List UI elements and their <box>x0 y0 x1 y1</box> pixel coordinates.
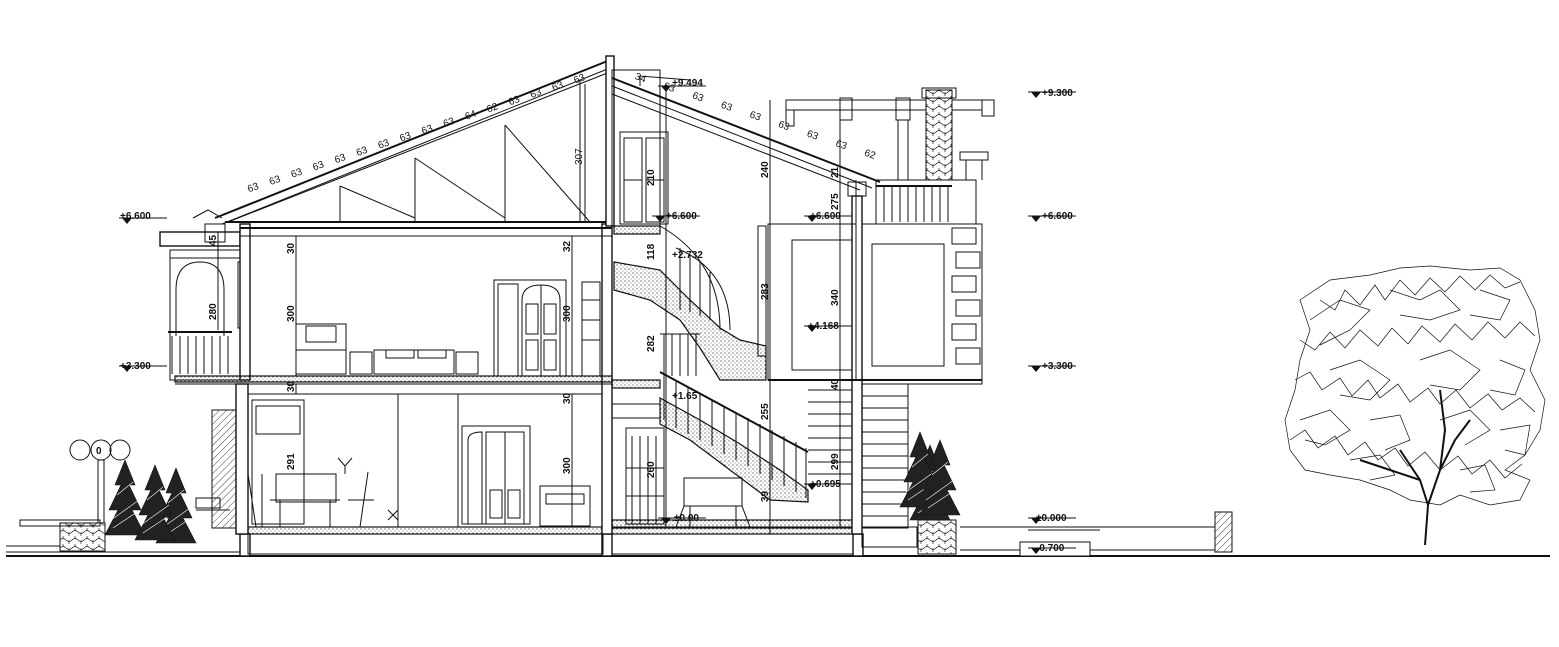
dim-stair-door2: 260 <box>646 461 657 478</box>
elev-landing-4: +4.168 <box>808 321 839 332</box>
roof-spacing-label: 63 <box>691 90 706 104</box>
elev-ground-stair: ±0.00 <box>674 513 699 524</box>
dim-stair-run1: 118 <box>646 243 657 260</box>
landscape-tree <box>1284 265 1546 546</box>
dim-stair-run2: 282 <box>646 335 657 352</box>
elev-floor1-left: +3.300 <box>120 361 151 372</box>
upper-furniture <box>295 323 479 375</box>
roof-spacing-label: 63 <box>834 138 849 152</box>
roof-spacing-label: 63 <box>268 174 283 188</box>
dimension-lines <box>217 84 857 527</box>
dim-lower-mid: 300 <box>562 457 573 474</box>
elev-stair-landing: +6.600 <box>666 211 697 222</box>
dim-lower-room: 291 <box>286 453 297 470</box>
dimension-labels: 307 45 30 300 280 32 300 30 291 30 300 2… <box>208 148 841 502</box>
lower-door <box>461 425 531 525</box>
dim-lower-mid-top: 30 <box>562 392 573 404</box>
dim-right-slab: 40 <box>830 378 841 390</box>
dim-upper-slab-left: 30 <box>286 380 297 392</box>
roof-spacing-label: 62 <box>863 148 878 162</box>
roof-spacing-label: 63 <box>507 94 522 108</box>
roof-spacing-label: 63 <box>551 79 566 93</box>
dining-set <box>247 471 591 528</box>
left-roof <box>192 59 611 243</box>
dim-right-room-upper: 240 <box>760 161 771 178</box>
pergola <box>785 87 995 181</box>
elev-ridge: +9.494 <box>672 78 703 89</box>
roof-spacing-label: 63 <box>572 72 587 86</box>
roof-spacing-label: 63 <box>398 130 413 144</box>
roof-spacing-label: 34 <box>633 71 648 85</box>
roof-left-spacing-labels: 63 63 63 63 63 63 63 63 63 63 64 62 63 63 63 63 <box>246 72 587 195</box>
dim-right-col-top: 275 <box>830 193 841 210</box>
siding <box>808 383 909 529</box>
upper-door <box>493 279 567 377</box>
elev-ground-zero: ±0.000 <box>1036 513 1067 524</box>
dim-right-lower3: 39 <box>760 490 771 502</box>
roof-spacing-label: 63 <box>662 81 677 95</box>
elev-step: +0.695 <box>810 479 841 490</box>
dim-upper-wall-top: 30 <box>286 242 297 254</box>
dim-right-lower2: 255 <box>760 403 771 420</box>
dim-right-col-low: 21 <box>830 166 841 178</box>
roof-spacing-label: 62 <box>485 101 500 115</box>
elev-landing-1: +1.65 <box>672 391 698 402</box>
elev-mid-floor: +6.600 <box>810 211 841 222</box>
elev-floor1-right: +3.300 <box>1042 361 1073 372</box>
dim-upper-mid: 300 <box>562 305 573 322</box>
stair-core <box>605 55 861 529</box>
roof-spacing-label: 64 <box>464 108 479 122</box>
dim-upper-arch: 280 <box>208 303 219 320</box>
dim-right-lower: 299 <box>830 453 841 470</box>
roof-spacing-label: 63 <box>442 116 457 130</box>
roof-right-spacing-labels: 34 63 63 63 63 63 63 63 62 <box>633 71 877 162</box>
balcony-railing <box>168 331 232 374</box>
lower-floor-left <box>211 383 602 535</box>
roof-spacing-label: 63 <box>777 119 792 133</box>
dim-right-room-upper2: 283 <box>760 283 771 300</box>
roof-spacing-label: 63 <box>333 152 348 166</box>
dim-right-wall: 340 <box>830 289 841 306</box>
roof-spacing-label: 63 <box>355 145 370 159</box>
right-block <box>757 195 983 535</box>
roof-spacing-label: 63 <box>805 129 820 143</box>
roof-spacing-label: 63 <box>719 100 734 114</box>
dim-upper-mid-top: 32 <box>562 240 573 252</box>
roof-spacing-label: 63 <box>311 159 326 173</box>
right-roof <box>611 75 995 225</box>
dim-parapet: 45 <box>208 234 219 246</box>
elev-roof-right: +6.600 <box>1042 211 1073 222</box>
elev-roof-left: +6.600 <box>120 211 151 222</box>
roof-spacing-label: 63 <box>377 137 392 151</box>
dim-roof-height: 307 <box>574 148 585 165</box>
roof-spacing-label: 63 <box>529 87 544 101</box>
roof-spacing-label: 63 <box>290 166 305 180</box>
left-balcony <box>159 231 245 381</box>
elev-landing-2: +2.732 <box>672 250 703 261</box>
left-landscape: 0 <box>19 439 230 552</box>
roof-spacing-label: 63 <box>748 109 763 123</box>
roof-spacing-label: 63 <box>246 181 261 195</box>
elev-outside: -0.700 <box>1036 543 1065 554</box>
dim-upper-room: 300 <box>286 305 297 322</box>
dim-stair-door: 210 <box>646 169 657 186</box>
elev-top: +9.300 <box>1042 88 1073 99</box>
garden-lamp: 0 <box>69 439 131 536</box>
ground <box>6 511 1550 557</box>
svg-text:0: 0 <box>96 446 102 457</box>
roof-spacing-label: 63 <box>420 123 435 137</box>
